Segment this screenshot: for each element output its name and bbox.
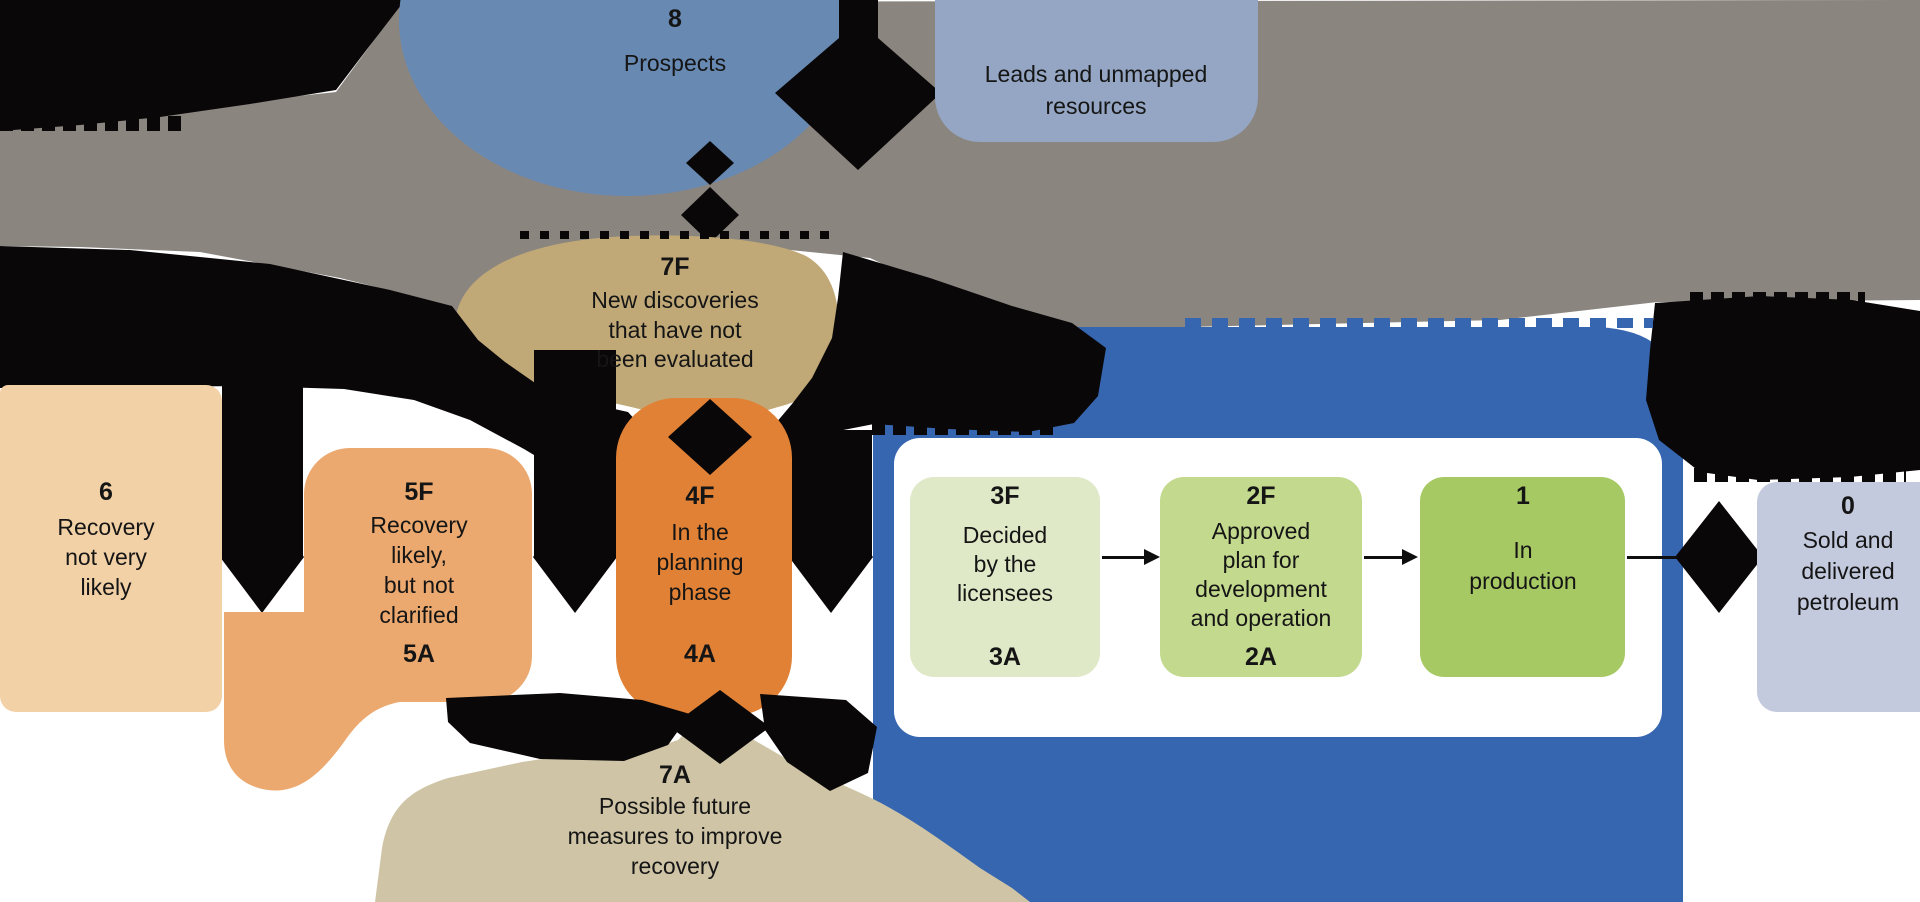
connector-pin-8-leads <box>775 0 941 170</box>
node-4f-line3: phase <box>668 579 732 605</box>
node-3f-code: 3F <box>990 482 1020 510</box>
node-6-code: 6 <box>99 478 113 506</box>
blob-below-4a-right <box>760 694 877 791</box>
node-3f-line1: Decided <box>962 522 1048 548</box>
node-4f-line1: In the <box>671 519 729 545</box>
blob-top-left <box>0 0 405 131</box>
node-7a-shape <box>375 712 1030 902</box>
node-prospects-shape <box>399 0 855 196</box>
node-0-shape <box>1757 482 1920 712</box>
node-0-code: 0 <box>1841 492 1855 520</box>
node-6-line2: not very <box>65 544 147 570</box>
node-2f-line4: and operation <box>1190 605 1332 631</box>
arrow-2f-1-line <box>1364 556 1404 559</box>
node-6-line1: Recovery <box>57 514 155 540</box>
node-prospects-line: Prospects <box>623 50 727 76</box>
connector-hourglass-top <box>686 141 734 185</box>
node-2f-line1: Approved <box>1211 518 1311 544</box>
node-5f-line2: likely, <box>391 542 447 568</box>
remnant-strip-central <box>872 421 1056 435</box>
node-7a-code: 7A <box>659 761 691 789</box>
node-5f-line1: Recovery <box>370 512 468 538</box>
remnant-strip-7f-top <box>520 231 840 239</box>
node-0-line2: delivered <box>1801 558 1895 584</box>
remnant-strip-right-top <box>1690 292 1865 304</box>
node-5f-line3: but not <box>383 572 455 598</box>
node-1-code: 1 <box>1516 482 1530 510</box>
node-7f-code: 7F <box>660 253 690 281</box>
node-7f-line2: that have not <box>608 317 742 343</box>
node-7f-line3: been evaluated <box>596 346 754 372</box>
node-0-line1: Sold and <box>1802 527 1894 553</box>
connector-diamond-4a-7a <box>670 690 770 764</box>
node-4f-line2: planning <box>656 549 744 575</box>
node-6-line3: likely <box>80 574 132 600</box>
blob-below-5a <box>446 693 690 761</box>
node-5f-line4: clarified <box>379 602 459 628</box>
node-4f-code: 4F <box>685 482 715 510</box>
arrow-3f-2f-head <box>1144 549 1160 565</box>
blob-right <box>1646 296 1920 480</box>
scallop-strip-reserves-top <box>1185 318 1653 328</box>
node-prospects-code: 8 <box>668 5 682 33</box>
node-1-line2: production <box>1469 568 1577 594</box>
node-0-line3: petroleum <box>1796 589 1900 615</box>
remnant-strip-above-6 <box>4 375 198 387</box>
node-6-shape <box>0 385 222 712</box>
blob-left-mid <box>0 246 650 490</box>
node-7a-line3: recovery <box>630 853 720 879</box>
node-leads-shape <box>935 0 1258 142</box>
arrow-3f-2f-line <box>1102 556 1146 559</box>
node-3f-line2: by the <box>973 551 1037 577</box>
node-5a-code: 5A <box>403 640 435 668</box>
node-3f-line3: licensees <box>957 580 1053 606</box>
node-2f-code: 2F <box>1246 482 1276 510</box>
node-2f-line2: plan for <box>1222 547 1300 573</box>
blob-central <box>758 252 1106 470</box>
node-5f-code: 5F <box>404 478 434 506</box>
arrow-2f-1-head <box>1402 549 1418 565</box>
connector-diamond-4f-reserves <box>789 501 873 613</box>
connector-diamond-7f-4f <box>668 399 752 475</box>
connector-diamond-5f-4f <box>533 501 617 613</box>
node-4f-shape <box>616 398 792 716</box>
node-5f-tail <box>224 612 416 791</box>
node-leads-line2: resources <box>1045 93 1147 119</box>
remnant-strip-right-bottom <box>1694 468 1906 482</box>
connector-diamond-6-5f <box>220 501 304 613</box>
connector-diamond-1-0 <box>1675 501 1763 613</box>
node-3f-shape <box>910 477 1100 677</box>
connector-hourglass-bottom <box>681 187 739 243</box>
line-1-0 <box>1627 556 1677 559</box>
node-1-shape <box>1420 477 1625 677</box>
node-7f-line1: New discoveries <box>591 287 759 313</box>
remnant-strip-top-left <box>0 116 188 131</box>
node-7a-line2: measures to improve <box>567 823 783 849</box>
node-2a-code: 2A <box>1245 643 1277 671</box>
node-3a-code: 3A <box>989 643 1021 671</box>
node-2f-line3: development <box>1195 576 1327 602</box>
node-4a-code: 4A <box>684 640 716 668</box>
node-2f-shape <box>1160 477 1362 677</box>
node-leads-line1: Leads and unmapped <box>984 61 1208 87</box>
node-7a-line1: Possible future <box>598 793 752 819</box>
node-1-line1: In <box>1513 537 1533 563</box>
